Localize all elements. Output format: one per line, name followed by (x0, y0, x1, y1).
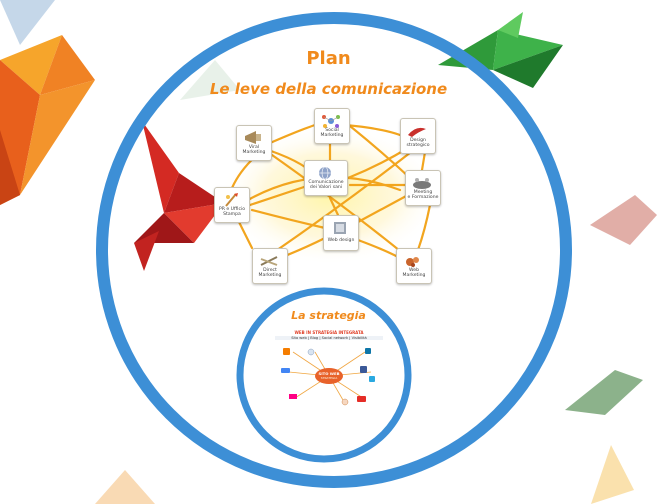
connector (343, 120, 412, 180)
node-label: Web Marketing (402, 268, 426, 279)
blogger-icon (283, 348, 290, 355)
google-icon (281, 368, 290, 373)
node-label: Meeting e Formazione (407, 190, 439, 201)
connector (268, 143, 422, 257)
connector (420, 150, 427, 172)
orange-origami-bird-icon (0, 35, 95, 205)
linkedin-icon (365, 348, 371, 354)
blurred-blue-bird-icon (0, 0, 55, 45)
web-marketing-icon (406, 257, 419, 267)
social-network-icon (322, 115, 340, 128)
node-label: Viral Marketing (242, 145, 266, 156)
connector (236, 218, 254, 250)
green-origami-bird-icon (438, 12, 563, 88)
mindmap-hub (315, 368, 343, 384)
connector (263, 148, 407, 257)
node-design-strategico[interactable]: Design strategico (400, 118, 436, 154)
blurred-green-bird-icon (565, 370, 643, 415)
node-label: Design strategico (406, 138, 430, 149)
meeting-icon (413, 178, 431, 189)
flickr-icon (289, 394, 297, 399)
node-label: Direct Marketing (258, 268, 282, 279)
node-web-marketing[interactable]: Web Marketing (396, 248, 432, 284)
press-icon (225, 193, 238, 207)
strategy-title: La strategia (291, 309, 366, 322)
web-design-icon (334, 222, 346, 234)
connector (416, 203, 432, 252)
globe-icon (319, 166, 331, 180)
node-web-design[interactable]: Web design (323, 215, 359, 251)
node-label: Social Marketing (320, 128, 344, 139)
connector (250, 208, 327, 230)
youtube-icon (357, 396, 366, 402)
mindmap-hub-sublabel: STRATEGIA (320, 376, 338, 380)
node-pr-ufficio-stampa[interactable]: PR e Ufficio Stampa (214, 187, 250, 223)
node-label: Web design (327, 238, 355, 243)
design-tool-icon (408, 127, 426, 137)
mindmap-heading: WEB IN STRATEGIA INTEGRATA (294, 330, 364, 335)
node-label: PR e Ufficio Stampa (218, 207, 246, 218)
blurred-yellow-bird-icon (591, 445, 634, 504)
connector (268, 123, 317, 145)
plan-subtitle: Le leve della comunicazione (209, 80, 448, 98)
node-meeting-formazione[interactable]: Meeting e Formazione (405, 170, 441, 206)
node-viral-marketing[interactable]: Viral Marketing (236, 125, 272, 161)
node-social-marketing[interactable]: Social Marketing (314, 108, 350, 144)
mail-icon (260, 256, 278, 266)
twitter-icon (369, 376, 375, 382)
mindmap-hub-label: SITO WEB (318, 371, 340, 376)
plan-ring (96, 12, 572, 488)
mindmap-tabs: Sito web | Blog | Social network | Visib… (275, 336, 383, 340)
connector (328, 196, 340, 217)
plan-title: Plan (306, 48, 351, 69)
node-direct-marketing[interactable]: Direct Marketing (252, 248, 288, 284)
blurred-pink-bird-icon (590, 195, 657, 245)
node-comunicazione-valori[interactable]: Comunicazione dei Valori sani (304, 160, 348, 196)
node-label: Comunicazione dei Valori sani (308, 180, 344, 191)
strategy-mindmap[interactable]: WEB IN STRATEGIA INTEGRATA Sito web | Bl… (275, 330, 383, 410)
mindmap-graphic (281, 348, 375, 406)
blurred-faint-bird-icon (180, 60, 240, 100)
megaphone-icon (245, 131, 261, 144)
facebook-icon (360, 366, 367, 373)
blurred-orange-bird-icon (95, 470, 155, 504)
